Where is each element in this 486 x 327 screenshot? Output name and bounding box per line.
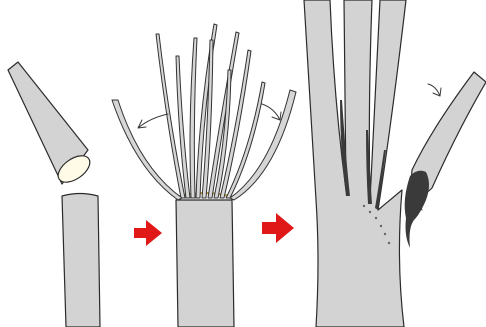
stage-cut-branch	[8, 62, 100, 327]
stage-mature-growth	[304, 0, 486, 327]
spread-arrow-right	[262, 104, 281, 120]
shoot	[226, 82, 265, 198]
stump	[62, 194, 100, 327]
stage-arrow-1	[134, 220, 162, 246]
shoot	[190, 38, 197, 198]
spread-arrow-left	[138, 114, 168, 128]
trunk-stage-3	[304, 0, 406, 327]
trunk-stage-2	[176, 200, 234, 327]
shoot-left-outer	[112, 100, 182, 200]
torn-wood	[405, 171, 429, 248]
shoot-cluster	[156, 24, 265, 198]
stage-arrow-2	[262, 213, 294, 243]
fall-arrow	[428, 84, 441, 96]
stage-new-shoots	[112, 24, 296, 327]
